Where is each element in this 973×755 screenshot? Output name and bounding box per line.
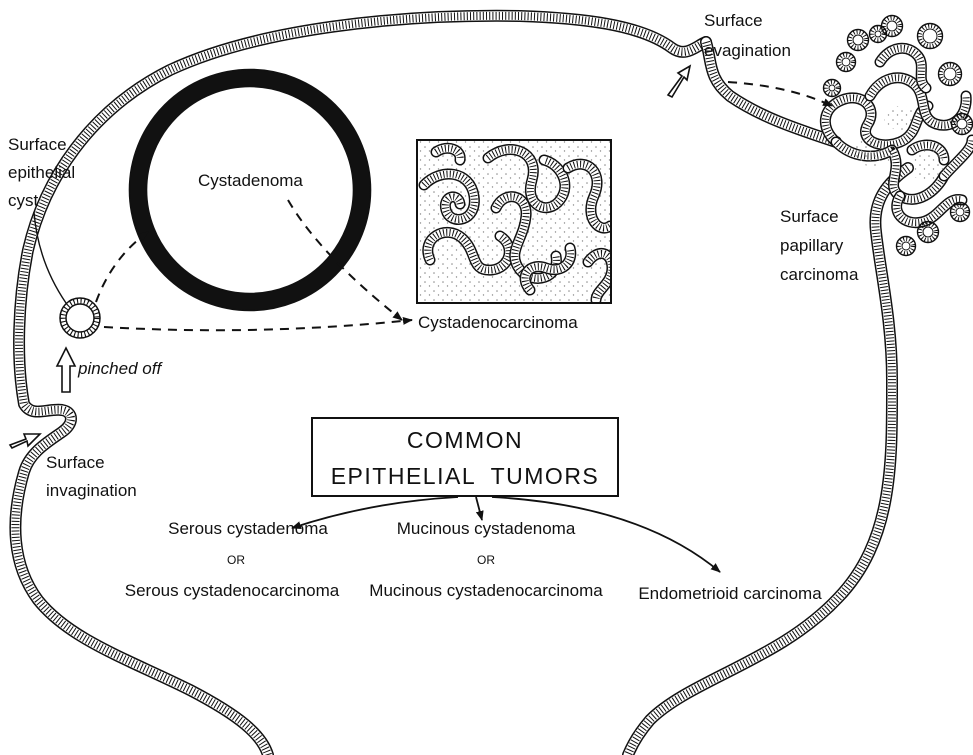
ovary-wall-right: [628, 168, 908, 755]
cystadenoma-label: Cystadenoma: [198, 171, 303, 190]
surface-evagination-label-1: Surface: [704, 11, 763, 30]
box-title-line2: EPITHELIAL TUMORS: [331, 463, 600, 489]
serous-cystadenoma-label: Serous cystadenoma: [168, 519, 328, 538]
surface-evagination-label-2: evagination: [704, 41, 791, 60]
arrow-to-mucinous: [476, 497, 482, 520]
pinched-off-arrow: [57, 348, 75, 392]
papillary-gland: [939, 63, 962, 86]
mucinous-cystadenocarcinoma-label: Mucinous cystadenocarcinoma: [369, 581, 603, 600]
surface-papillary-carcinoma-label-1: Surface: [780, 207, 839, 226]
cystadenoma-cyst: [130, 70, 371, 311]
papillary-gland: [870, 26, 887, 43]
box-title-line1: COMMON: [407, 427, 523, 453]
papillary-gland: [824, 80, 841, 97]
serous-or-label: OR: [227, 553, 245, 567]
papillary-gland: [918, 24, 943, 49]
surface-invagination-label-1: Surface: [46, 453, 105, 472]
cystadenocarcinoma-label: Cystadenocarcinoma: [418, 313, 578, 332]
papillary-carcinoma-cluster: [824, 16, 973, 256]
serous-cystadenocarcinoma-label: Serous cystadenocarcinoma: [125, 581, 340, 600]
surface-epithelial-cyst: [60, 298, 100, 338]
arrow-cyst-to-cystadenocarcinoma: [104, 320, 412, 330]
endometrioid-carcinoma-label: Endometrioid carcinoma: [638, 584, 822, 603]
mucinous-or-label: OR: [477, 553, 495, 567]
papillary-gland: [897, 237, 916, 256]
surface-epithelial-cyst-label-1: Surface: [8, 135, 67, 154]
papillary-stroma: [884, 106, 916, 130]
arrow-cyst-to-cystadenoma: [96, 232, 148, 302]
pinched-off-label: pinched off: [77, 359, 163, 378]
papillary-stroma: [910, 150, 946, 182]
papillary-gland: [837, 53, 856, 72]
papillary-gland: [951, 203, 970, 222]
papillary-stroma: [850, 138, 894, 166]
surface-papillary-carcinoma-label-3: carcinoma: [780, 265, 859, 284]
surface-papillary-carcinoma-label-2: papillary: [780, 236, 844, 255]
surface-epithelial-cyst-label-2: epithelial: [8, 163, 75, 182]
surface-invagination-label-2: invagination: [46, 481, 137, 500]
mucinous-cystadenoma-label: Mucinous cystadenoma: [397, 519, 576, 538]
ovary-wall-left: [15, 16, 706, 755]
cystadenocarcinoma-histology-box: [417, 140, 612, 303]
evagination-arrow: [668, 66, 690, 97]
papillary-gland: [848, 30, 869, 51]
surface-epithelial-cyst-label-3: cyst: [8, 191, 39, 210]
